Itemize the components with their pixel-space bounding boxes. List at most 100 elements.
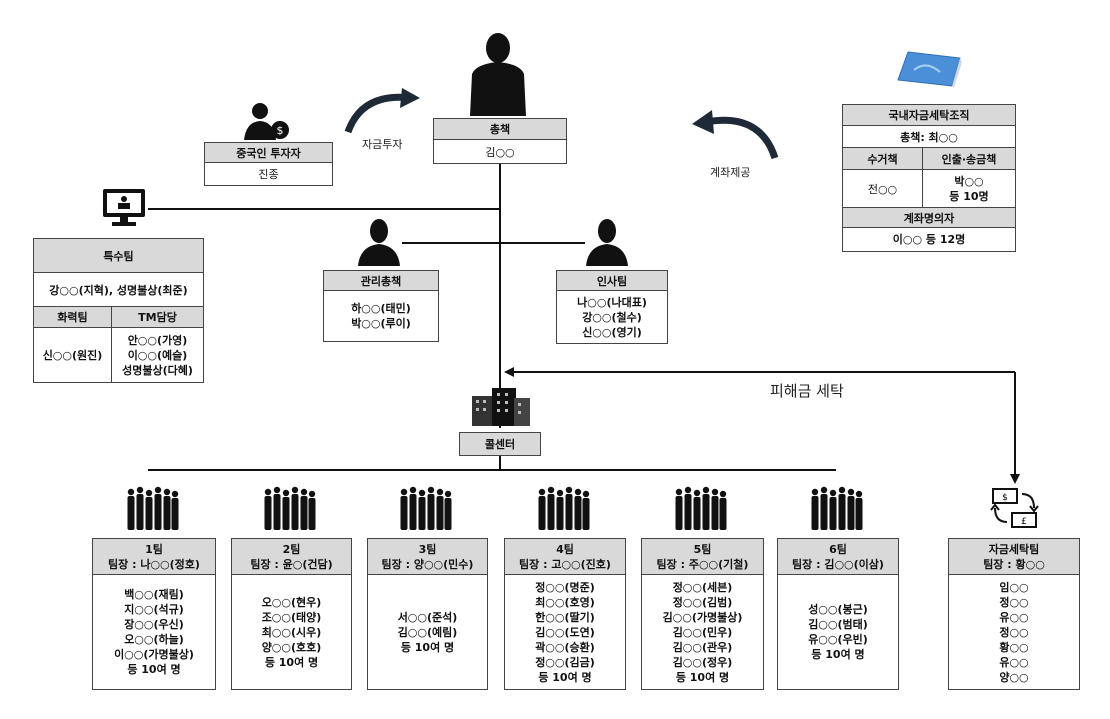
team-3-box: 3팀 팀장 : 양○○(민수) 서○○(준석) 김○○(예림) 등 10여 명 (367, 538, 488, 690)
laundering-team-member: 유○○ (999, 610, 1029, 624)
withdrawer-line-2: 등 10명 (949, 189, 989, 203)
laundering-team-member: 양○○ (999, 670, 1029, 684)
team-4-member: 김○○(도연) (535, 625, 595, 639)
team-2-name: 2팀 (282, 543, 301, 556)
manager-silhouette-icon (358, 219, 400, 266)
team-5-member: 김○○(민우) (672, 625, 733, 639)
team-6-member: 유○○(우빈) (808, 633, 868, 646)
team-6-member: 성○○(봉근) (808, 603, 868, 616)
team-4-member: 정○○(명준) (535, 580, 595, 594)
laundering-team-title: 자금세탁팀 (988, 543, 1040, 556)
nominee-title: 계좌명의자 (843, 208, 1015, 228)
team-2-crowd-icon (264, 486, 316, 530)
team-3-member: 등 10여 명 (400, 640, 455, 654)
team-4-box: 4팀 팀장 : 고○○(진호) 정○○(명준) 최○○(호영) 한○○(딸기) … (504, 538, 626, 690)
laundering-team-member: 황○○ (999, 640, 1029, 654)
team-1-name: 1팀 (145, 543, 163, 556)
team-5-member: 김○○(가명불상) (662, 610, 743, 624)
team-6-crowd-icon (811, 486, 863, 530)
laundering-team-box: 자금세탁팀 팀장 : 황○○ 임○○ 정○○ 유○○ 정○○ 황○○ 유○○ 양… (948, 538, 1080, 690)
team-4-leader: 팀장 : 고○○(진호) (519, 558, 611, 571)
svg-text:$: $ (277, 124, 284, 137)
laundering-team-member: 정○○ (999, 625, 1029, 639)
hr-line-3: 신○○(영기) (582, 325, 642, 339)
domestic-org-boss: 총책: 최○○ (843, 126, 1015, 148)
withdrawer-list: 박○○ 등 10명 (923, 170, 1015, 208)
team-6-member: 김○○(범태) (808, 618, 868, 631)
investment-label: 자금투자 (362, 138, 403, 151)
investor-title: 중국인 투자자 (205, 143, 332, 163)
team-6-members: 성○○(봉근) 김○○(범태) 유○○(우빈) 등 10여 명 (778, 575, 898, 689)
manager-list: 하○○(태민) 박○○(루이) (324, 291, 438, 341)
team-5-members: 정○○(세븐) 정○○(김범) 김○○(가명불상) 김○○(민우) 김○○(관우… (642, 575, 763, 689)
boss-silhouette-icon (470, 33, 526, 116)
team-3-member: 김○○(예림) (397, 625, 458, 639)
firepower-team-title: 화력팀 (34, 307, 112, 328)
team-4-crowd-icon (538, 486, 590, 530)
hr-list: 나○○(나대표) 강○○(철수) 신○○(영기) (557, 291, 667, 343)
collector-value: 전○○ (843, 170, 923, 208)
team-5-member: 정○○(세븐) (672, 580, 733, 594)
team-1-member: 지○○(석규) (124, 603, 184, 616)
boss-title: 총책 (434, 119, 566, 140)
firepower-team-value: 신○○(원진) (34, 328, 112, 382)
laundering-label: 피해금 세탁 (770, 382, 844, 400)
tm-title: TM담당 (112, 307, 203, 328)
hr-box: 인사팀 나○○(나대표) 강○○(철수) 신○○(영기) (556, 270, 668, 344)
laundering-team-leader: 팀장 : 황○○ (983, 558, 1045, 571)
special-team-members: 강○○(지혁), 성명불상(최준) (34, 273, 203, 307)
domestic-org-title: 국내자금세탁조직 (843, 105, 1015, 126)
team-5-crowd-icon (675, 486, 727, 530)
call-center-title: 콜센터 (484, 438, 516, 451)
team-1-member: 오○○(하늘) (124, 633, 184, 646)
team-3-header: 3팀 팀장 : 양○○(민수) (368, 539, 487, 575)
hr-line-2: 강○○(철수) (582, 310, 642, 324)
withdrawer-line-1: 박○○ (954, 174, 984, 188)
team-6-header: 6팀 팀장 : 김○○(이삼) (778, 539, 898, 575)
team-2-box: 2팀 팀장 : 윤○(건담) 오○○(현우) 조○○(태양) 최○○(시우) 양… (231, 538, 352, 690)
boss-box: 총책 김○○ (433, 118, 567, 164)
investor-icon: $ (244, 103, 289, 140)
laundering-team-member: 임○○ (999, 580, 1029, 594)
boss-name: 김○○ (485, 145, 515, 159)
team-4-member: 한○○(딸기) (535, 610, 595, 624)
team-1-member: 백○○(재림) (124, 588, 184, 601)
manager-title: 관리총책 (324, 271, 438, 291)
manager-line-2: 박○○(루이) (351, 317, 411, 330)
laundering-team-member: 유○○ (999, 655, 1029, 669)
team-2-member: 조○○(태양) (261, 610, 322, 624)
team-6-member: 등 10여 명 (811, 648, 865, 661)
team-2-members: 오○○(현우) 조○○(태양) 최○○(시우) 양○○(호호) 등 10여 명 (232, 575, 351, 689)
money-exchange-icon: $ £ (990, 488, 1039, 528)
team-3-member: 서○○(준석) (397, 610, 458, 624)
team-4-name: 4팀 (556, 543, 574, 556)
team-2-header: 2팀 팀장 : 윤○(건담) (232, 539, 351, 575)
team-4-header: 4팀 팀장 : 고○○(진호) (505, 539, 625, 575)
laundering-team-members: 임○○ 정○○ 유○○ 정○○ 황○○ 유○○ 양○○ (949, 575, 1079, 689)
manager-box: 관리총책 하○○(태민) 박○○(루이) (323, 270, 439, 342)
investor-box: 중국인 투자자 진종 (204, 142, 333, 186)
team-2-member: 양○○(호호) (261, 640, 322, 654)
investor-name: 진종 (258, 168, 279, 181)
team-5-member: 김○○(관우) (672, 640, 733, 654)
hr-silhouette-icon (586, 219, 628, 266)
team-6-box: 6팀 팀장 : 김○○(이삼) 성○○(봉근) 김○○(범태) 유○○(우빈) … (777, 538, 899, 690)
team-5-name: 5팀 (693, 543, 712, 556)
withdrawer-title: 인출·송금책 (923, 148, 1015, 170)
tm-line-3: 성명불상(다혜) (122, 363, 193, 377)
svg-text:£: £ (1021, 517, 1027, 527)
account-label: 계좌제공 (710, 166, 751, 179)
team-2-member: 최○○(시우) (261, 625, 322, 639)
tm-line-2: 이○○(예슬) (127, 348, 188, 362)
laundering-team-header: 자금세탁팀 팀장 : 황○○ (949, 539, 1079, 575)
hr-line-1: 나○○(나대표) (577, 295, 647, 309)
team-3-members: 서○○(준석) 김○○(예림) 등 10여 명 (368, 575, 487, 689)
team-6-leader: 팀장 : 김○○(이삼) (792, 558, 884, 571)
tm-list: 안○○(가영) 이○○(예슬) 성명불상(다혜) (112, 328, 203, 382)
team-5-member: 김○○(정우) (672, 655, 733, 669)
svg-text:$: $ (1002, 493, 1008, 503)
team-5-box: 5팀 팀장 : 주○○(기철) 정○○(세븐) 정○○(김범) 김○○(가명불상… (641, 538, 764, 690)
team-4-member: 등 10여 명 (538, 670, 592, 684)
computer-icon (103, 189, 145, 226)
